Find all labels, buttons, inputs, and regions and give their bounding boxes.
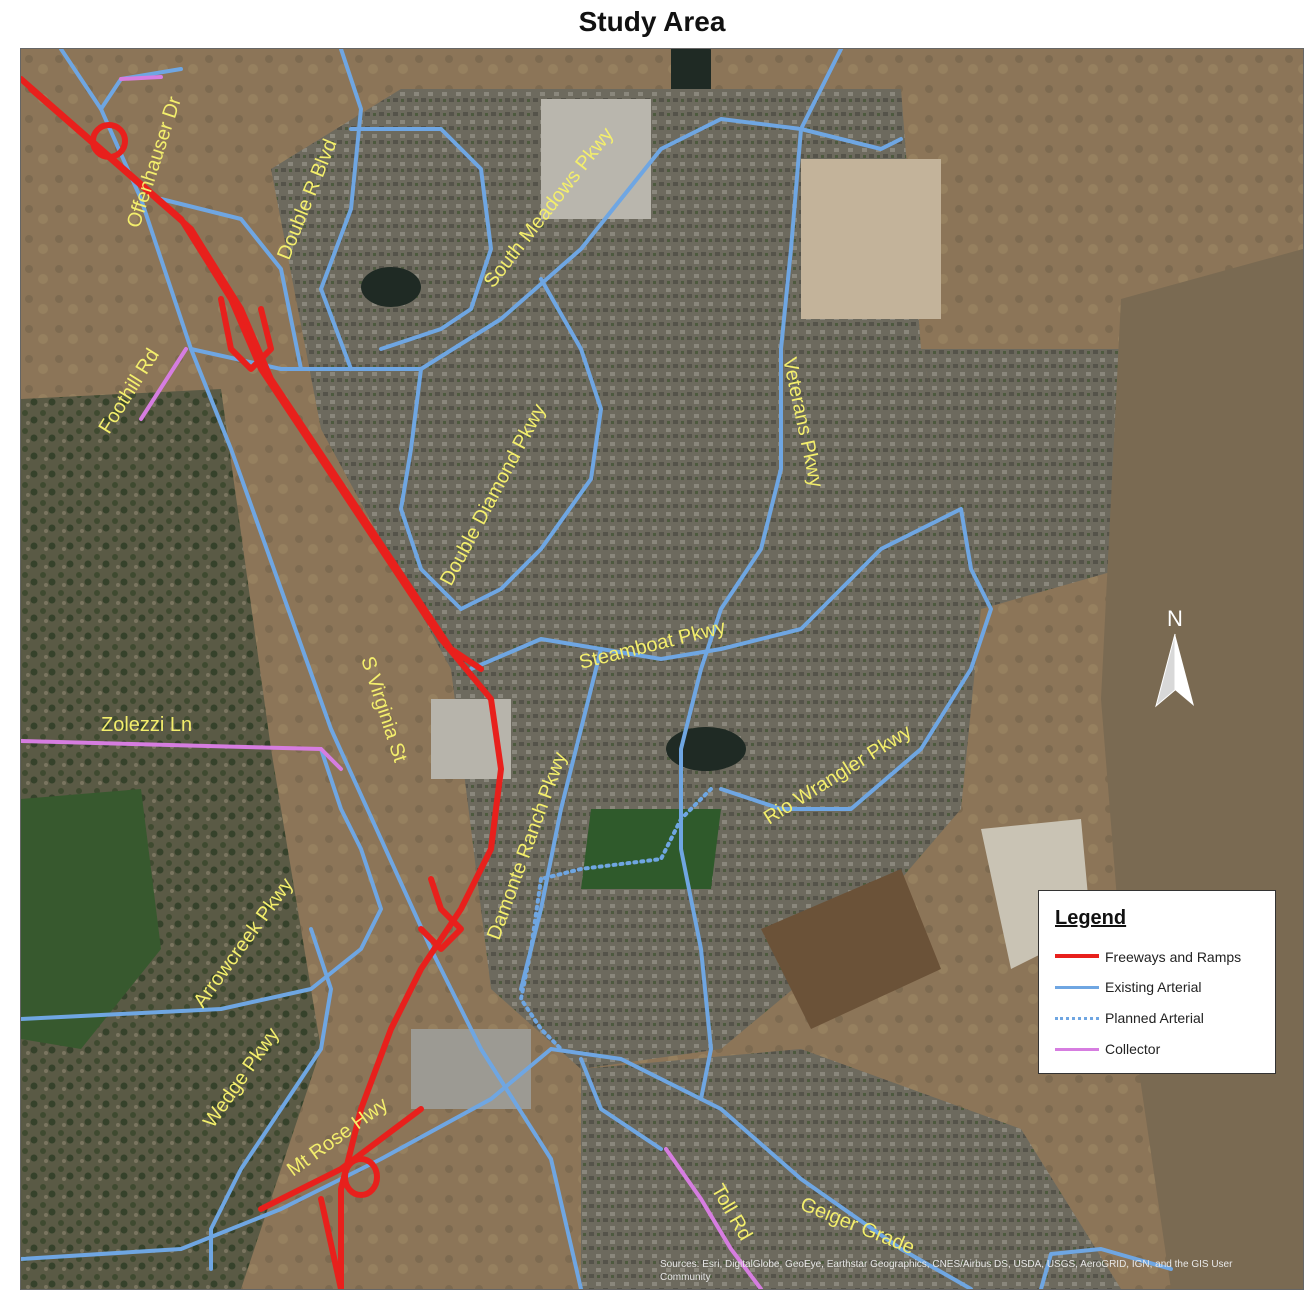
farm-plots: [761, 869, 941, 1029]
road-foothill[interactable]: [139, 347, 188, 421]
graded-lots-north: [801, 159, 941, 319]
road-double-r-south[interactable]: [159, 197, 303, 371]
freeway-mt-rose[interactable]: [258, 1106, 424, 1212]
freeway-i580-parallel[interactable]: [28, 86, 484, 672]
ramp-south-meadows[interactable]: [218, 296, 274, 372]
road-veterans-north[interactable]: [799, 49, 843, 131]
road-planned-south[interactable]: [518, 877, 563, 1051]
commercial-north: [541, 99, 651, 219]
road-double-diamond[interactable]: [459, 277, 603, 611]
ramp-loop-mt-rose[interactable]: [342, 1156, 380, 1198]
legend-item-planned-arterial: Planned Arterial: [1055, 1008, 1275, 1028]
west-residential-area: [21, 389, 321, 1289]
road-east-spur[interactable]: [799, 127, 903, 151]
road-veterans[interactable]: [679, 127, 803, 1101]
map-canvas[interactable]: Offenhauser Dr Double R Blvd South Meado…: [20, 48, 1304, 1290]
map-attribution: Sources: Esri, DigitalGlobe, GeoEye, Ear…: [660, 1259, 1233, 1283]
map-title: Study Area: [578, 6, 726, 37]
legend-item-collector: Collector: [1055, 1039, 1275, 1059]
map-svg[interactable]: Offenhauser Dr Double R Blvd South Meado…: [21, 49, 1303, 1289]
pond-top: [671, 49, 711, 89]
road-double-r[interactable]: [319, 49, 363, 371]
legend-label-freeway: Freeways and Ramps: [1105, 949, 1242, 965]
pond-center: [666, 727, 746, 771]
road-zolezzi[interactable]: [21, 739, 343, 771]
north-arrow: N: [1150, 606, 1200, 716]
road-southeast-spur[interactable]: [1039, 1247, 1173, 1289]
ramp-damonte[interactable]: [418, 876, 464, 952]
road-steamboat-rio-loop[interactable]: [469, 507, 993, 811]
legend-swatch-existing-arterial: [1055, 986, 1099, 989]
planned-arterials: [518, 787, 713, 1051]
road-south-meadows[interactable]: [189, 117, 803, 371]
road-connector-south[interactable]: [579, 1057, 663, 1151]
legend-swatch-collector: [1055, 1048, 1099, 1051]
road-wedge[interactable]: [209, 927, 333, 1271]
collectors: [21, 75, 763, 1289]
road-double-r-loop[interactable]: [349, 127, 493, 351]
ramp-loop-north[interactable]: [90, 122, 128, 160]
legend-label-existing-arterial: Existing Arterial: [1105, 979, 1202, 995]
legend-label-collector: Collector: [1105, 1041, 1161, 1057]
freeways: [21, 76, 504, 1289]
road-planned-east[interactable]: [539, 787, 713, 881]
golf-course: [21, 789, 161, 1049]
map-legend: Legend Freeways and Ramps Existing Arter…: [1038, 890, 1276, 1074]
legend-item-freeway: Freeways and Ramps: [1055, 947, 1275, 967]
lake-north: [361, 267, 421, 307]
road-mt-rose-geiger[interactable]: [21, 1047, 973, 1289]
legend-title: Legend: [1055, 907, 1127, 929]
legend-swatch-planned-arterial: [1055, 1017, 1099, 1020]
road-offenhauser-collector[interactable]: [119, 75, 163, 81]
southeast-residential-area: [581, 1049, 1121, 1289]
east-residential-area: [921, 349, 1121, 609]
road-double-diamond-west[interactable]: [399, 367, 463, 611]
legend-label-planned-arterial: Planned Arterial: [1105, 1010, 1204, 1026]
north-letter: N: [1167, 606, 1183, 631]
freeway-i580-main[interactable]: [21, 76, 504, 1289]
road-arrowcreek[interactable]: [21, 747, 383, 1021]
freeway-south[interactable]: [318, 1196, 344, 1289]
road-toll[interactable]: [664, 1147, 763, 1289]
legend-item-existing-arterial: Existing Arterial: [1055, 977, 1275, 997]
north-arrow-icon: N: [1155, 606, 1194, 708]
central-residential-area: [271, 89, 981, 1069]
label-zolezzi: Zolezzi Ln: [101, 714, 192, 736]
legend-swatch-freeway: [1055, 954, 1099, 958]
green-field: [581, 809, 721, 889]
